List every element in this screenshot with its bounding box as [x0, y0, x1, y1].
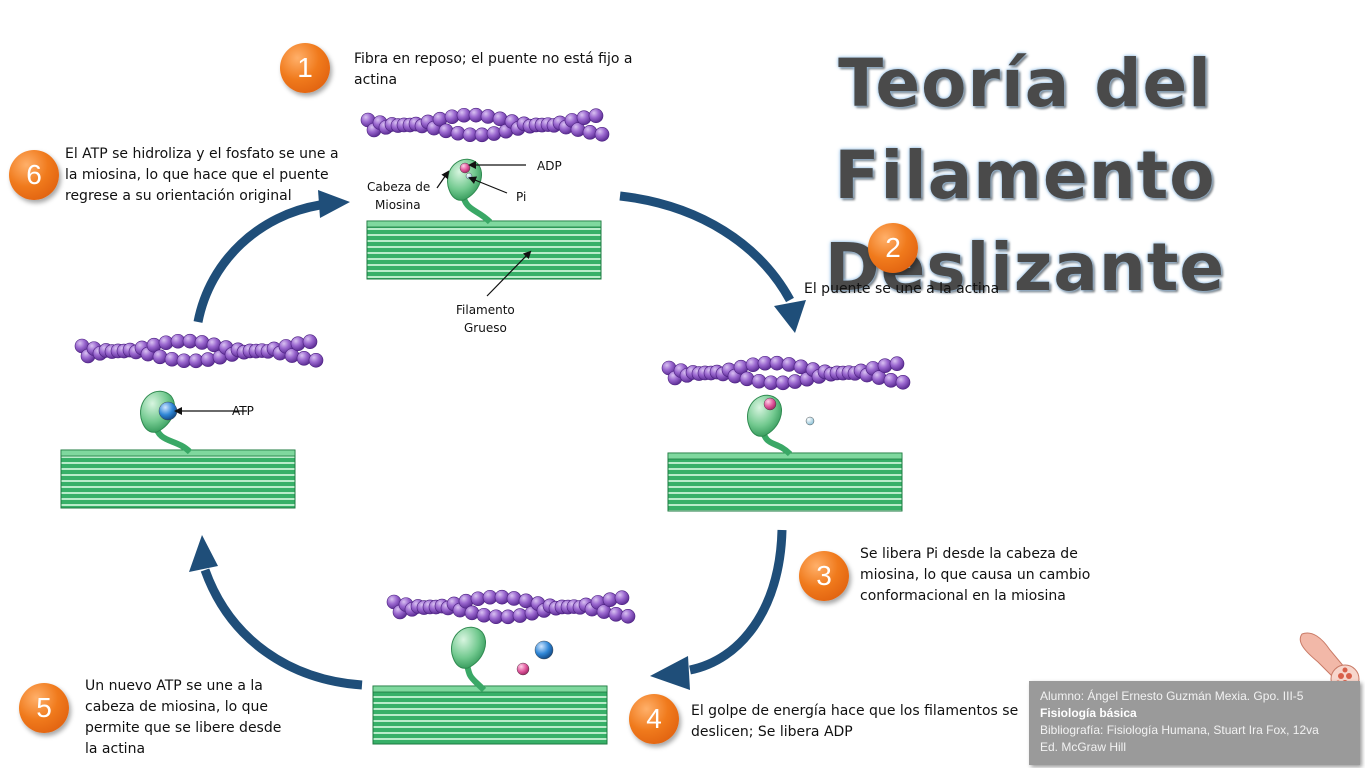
- step-6-text: El ATP se hidroliza y el fosfato se une …: [65, 146, 339, 204]
- step-1-badge: 1: [280, 43, 330, 93]
- actin-bead: [438, 123, 454, 139]
- actin-bead: [576, 110, 592, 126]
- step-6-badge: 6: [9, 150, 59, 200]
- label-pointers: [174, 161, 532, 415]
- panel-4-atp: [534, 640, 554, 660]
- thick-filament-top-edge: [667, 452, 903, 460]
- actin-bead: [602, 592, 618, 608]
- panel-2-adp: [763, 397, 777, 411]
- step-2-badge: 2: [868, 223, 918, 273]
- actin-bead: [518, 593, 534, 609]
- title-line-1: Teoría del Filamento: [834, 45, 1216, 214]
- thick-filament-body: [60, 449, 296, 509]
- actin-bead: [793, 359, 809, 375]
- step-2-text: El puente se une a la actina: [804, 281, 1000, 297]
- actin-bead: [594, 126, 610, 142]
- actin-bead: [889, 356, 905, 372]
- actin-bead: [296, 350, 312, 366]
- thick-filament-body: [372, 685, 608, 745]
- thick-filament-body: [366, 220, 602, 280]
- arrow-1-to-2: [619, 191, 794, 303]
- thick-filament-label-1: Filamento: [456, 303, 515, 317]
- step-4-text: El golpe de energía hace que los filamen…: [691, 703, 1019, 740]
- actin-bead: [739, 371, 755, 387]
- panel-2-actin: [661, 355, 911, 391]
- actin-bead: [620, 608, 636, 624]
- panel-5-thick-filament: [60, 449, 296, 509]
- cycle-arrows: [189, 190, 806, 690]
- actin-bead: [492, 111, 508, 127]
- step-5-text: Un nuevo ATP se une a la cabeza de miosi…: [85, 678, 282, 757]
- actin-bead: [895, 374, 911, 390]
- arrow-3-to-4: [689, 529, 787, 675]
- thick-filament-body: [667, 452, 903, 512]
- panel-4-myosin: [451, 626, 487, 693]
- myosin-head-label-2: Miosina: [375, 198, 421, 212]
- actin-bead: [588, 108, 604, 124]
- arrow-3-to-4-head: [650, 656, 690, 690]
- panel-1-thick-filament: [366, 220, 602, 280]
- atp-label: ATP: [232, 404, 254, 418]
- thick-filament-top-edge: [366, 220, 602, 228]
- actin-bead: [302, 334, 318, 350]
- actin-bead: [308, 352, 324, 368]
- myosin-head-pointer: [436, 170, 450, 189]
- step-1-text: Fibra en reposo; el puente no está fijo …: [354, 51, 633, 88]
- step-5-badge: 5: [19, 683, 69, 733]
- actin-bead: [464, 605, 480, 621]
- step-3-text: Se libera Pi desde la cabeza de miosina,…: [860, 546, 1091, 604]
- actin-bead: [608, 606, 624, 622]
- actin-bead: [512, 608, 528, 623]
- panel-5-atp: [158, 401, 178, 421]
- panel-2-thick-filament: [667, 452, 903, 512]
- thick-filament-top-edge: [60, 449, 296, 457]
- actin-bead: [883, 372, 899, 388]
- arrow-6-to-1-head: [318, 190, 350, 218]
- myosin-head: [447, 158, 482, 201]
- panel-1-adp: [459, 162, 471, 174]
- actin-bead: [194, 335, 210, 350]
- panel-4-adp: [516, 662, 530, 676]
- arrow-4-to-5: [200, 568, 363, 690]
- arrow-4-to-5-head: [189, 535, 218, 572]
- actin-bead: [480, 109, 496, 124]
- step-4-badge: 4: [629, 694, 679, 744]
- credits-student: Alumno: Ángel Ernesto Guzmán Mexia. Gpo.…: [1040, 689, 1304, 703]
- panel-2-pi: [805, 416, 815, 426]
- panel-5-actin: [74, 333, 324, 369]
- adp-label: ADP: [537, 159, 562, 173]
- actin-bead: [152, 349, 168, 365]
- actin-bead: [506, 591, 522, 606]
- actin-bead: [614, 590, 630, 606]
- pi-label: Pi: [516, 190, 527, 204]
- actin-bead: [486, 126, 502, 141]
- credits-bib-line-2: Ed. McGraw Hill: [1040, 740, 1127, 754]
- actin-bead: [290, 336, 306, 352]
- actin-bead: [787, 374, 803, 389]
- panel-4-actin: [386, 589, 636, 625]
- arrow-6-to-1: [193, 200, 321, 323]
- myosin-head: [451, 626, 486, 669]
- actin-bead: [781, 357, 797, 372]
- credits-course: Fisiología básica: [1040, 706, 1137, 720]
- panel-4-thick-filament: [372, 685, 608, 745]
- actin-bead: [877, 358, 893, 374]
- step-3-badge: 3: [799, 551, 849, 601]
- panel-5-myosin: [140, 390, 193, 455]
- thick-filament-top-edge: [372, 685, 608, 693]
- actin-bead: [206, 337, 222, 353]
- arrow-1-to-2-head: [774, 300, 806, 333]
- panel-1-actin: [360, 107, 610, 143]
- thick-filament-label-2: Grueso: [464, 321, 507, 335]
- myosin-head-label-1: Cabeza de: [367, 180, 431, 194]
- credits-box: Alumno: Ángel Ernesto Guzmán Mexia. Gpo.…: [1029, 681, 1360, 765]
- credits-bib-line-1: Bibliografía: Fisiología Humana, Stuart …: [1040, 723, 1319, 737]
- pi-pointer: [468, 176, 508, 194]
- actin-bead: [200, 352, 216, 367]
- thick-filament-pointer: [486, 250, 532, 297]
- actin-bead: [582, 124, 598, 140]
- panel-1-myosin: [447, 158, 493, 225]
